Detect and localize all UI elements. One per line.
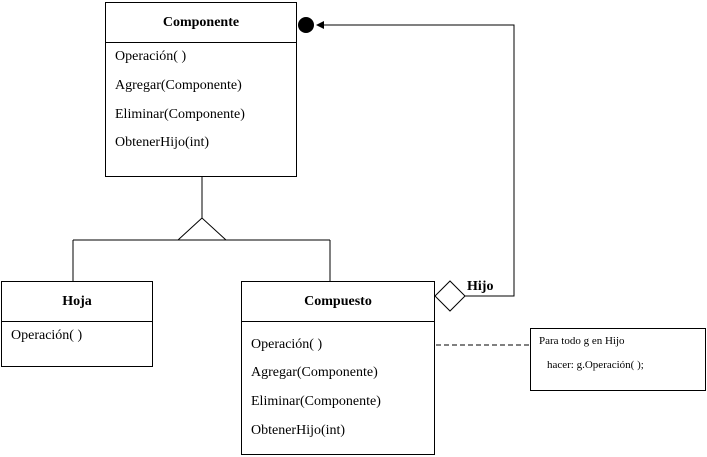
aggregation-role-label: Hijo <box>467 279 494 294</box>
class-hoja-name: Hoja <box>2 282 152 322</box>
note-line-1: Para todo g en Hijo <box>539 335 625 347</box>
componente-op-operacion: Operación( ) <box>115 49 187 64</box>
aggregation-arrowhead <box>316 21 324 29</box>
class-componente-name: Componente <box>106 3 296 43</box>
multiplicity-dot <box>298 17 314 33</box>
class-hoja: Hoja Operación( ) <box>1 281 153 367</box>
inheritance-triangle <box>176 217 228 241</box>
class-componente: Componente Operación( ) Agregar(Componen… <box>105 2 297 177</box>
note-line-2: hacer: g.Operación( ); <box>547 359 644 371</box>
compuesto-op-agregar: Agregar(Componente) <box>251 365 378 380</box>
class-compuesto: Compuesto Operación( ) Agregar(Component… <box>241 281 435 455</box>
class-compuesto-name: Compuesto <box>242 282 434 322</box>
compuesto-op-operacion: Operación( ) <box>251 337 323 352</box>
hoja-op-operacion: Operación( ) <box>11 328 83 343</box>
note-box: Para todo g en Hijo hacer: g.Operación( … <box>530 328 706 391</box>
componente-op-obtenerhijo: ObtenerHijo(int) <box>115 135 210 150</box>
compuesto-op-eliminar: Eliminar(Componente) <box>251 394 381 409</box>
componente-op-agregar: Agregar(Componente) <box>115 78 242 93</box>
aggregation-diamond <box>434 280 466 312</box>
compuesto-op-obtenerhijo: ObtenerHijo(int) <box>251 423 346 438</box>
aggregation-line <box>324 24 515 297</box>
componente-op-eliminar: Eliminar(Componente) <box>115 107 245 122</box>
